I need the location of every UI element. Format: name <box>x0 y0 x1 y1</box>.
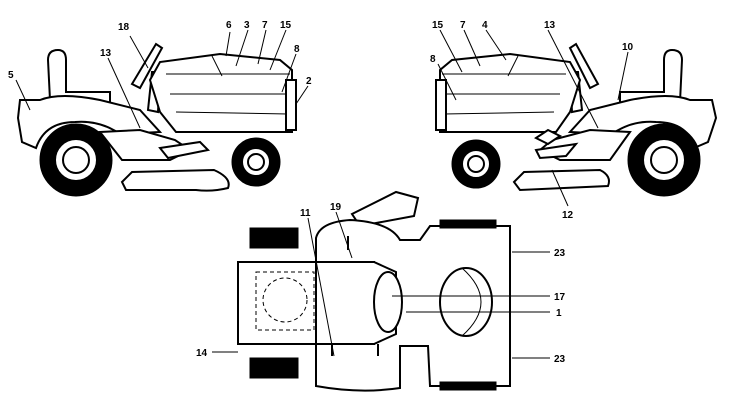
callout-18-left: 18 <box>118 22 130 33</box>
top-view-callouts: 19 11 23 17 1 14 23 <box>196 202 566 365</box>
right-view-callouts: 15 7 4 13 8 10 12 <box>430 20 634 221</box>
callout-19-top: 19 <box>330 202 342 213</box>
callout-12-right: 12 <box>562 210 574 221</box>
top-view-tractor <box>237 190 511 392</box>
callout-14-top: 14 <box>196 348 208 359</box>
callout-8-right: 8 <box>430 54 436 65</box>
callout-10-right: 10 <box>622 42 634 53</box>
left-view-leader-lines <box>15 29 309 129</box>
left-view-callouts: 18 6 3 7 15 8 5 13 2 <box>8 20 312 87</box>
callout-3-left: 3 <box>244 20 250 31</box>
callout-11-top: 11 <box>300 208 311 219</box>
right-view-leader-lines <box>437 29 629 207</box>
callout-1-top: 1 <box>556 308 562 319</box>
callout-13-left: 13 <box>100 48 112 59</box>
callout-7-right: 7 <box>460 20 466 31</box>
callout-6-left: 6 <box>226 20 232 31</box>
callout-23-top-lower: 23 <box>554 354 566 365</box>
callout-13-right: 13 <box>544 20 556 31</box>
callout-8-left: 8 <box>294 44 300 55</box>
callout-23-top-upper: 23 <box>554 248 566 259</box>
callout-2-left: 2 <box>306 76 312 87</box>
left-side-view-tractor <box>16 42 297 197</box>
callout-17-top: 17 <box>554 292 566 303</box>
callout-5-left: 5 <box>8 70 14 81</box>
top-view-leader-lines <box>212 211 550 359</box>
callout-4-right: 4 <box>482 20 488 31</box>
right-side-view-tractor <box>435 42 718 197</box>
callout-7-left: 7 <box>262 20 268 31</box>
callout-15-right: 15 <box>432 20 444 31</box>
callout-15-left: 15 <box>280 20 292 31</box>
